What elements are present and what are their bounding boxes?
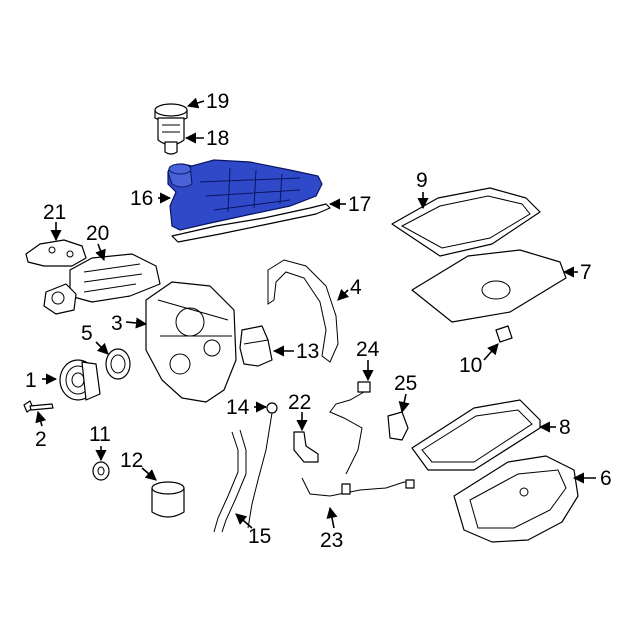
part-oil-filler-tube[interactable] xyxy=(157,117,185,155)
part-washer[interactable] xyxy=(92,461,110,481)
part-sensor[interactable] xyxy=(293,431,319,463)
callout-3: 3 xyxy=(111,312,123,335)
callout-9: 9 xyxy=(416,169,428,192)
callout-21: 21 xyxy=(43,201,66,224)
callout-4: 4 xyxy=(350,276,362,299)
part-sensor-harness[interactable] xyxy=(329,381,371,475)
part-dipstick-tube[interactable] xyxy=(213,429,247,533)
callout-24: 24 xyxy=(356,338,380,361)
callout-2: 2 xyxy=(35,428,47,451)
callout-labels: 1 2 3 4 5 6 7 8 9 10 11 12 13 14 15 16 1… xyxy=(25,90,612,552)
part-mount[interactable] xyxy=(239,325,273,367)
callout-15: 15 xyxy=(248,525,271,548)
part-timing-cover-gasket[interactable] xyxy=(267,259,339,363)
part-front-seal[interactable] xyxy=(105,348,131,380)
callout-6: 6 xyxy=(600,467,612,490)
callout-5: 5 xyxy=(81,322,93,345)
part-harness-bracket[interactable] xyxy=(387,411,409,441)
part-valve-cover-highlighted[interactable] xyxy=(167,159,323,231)
callout-11: 11 xyxy=(89,423,111,446)
callout-8: 8 xyxy=(559,416,571,439)
callout-10: 10 xyxy=(459,354,482,377)
callout-14: 14 xyxy=(226,396,250,419)
part-oil-pan-gasket-upper[interactable] xyxy=(391,187,541,257)
part-front-cover[interactable] xyxy=(145,281,237,403)
part-cover-assembly[interactable] xyxy=(43,253,161,315)
part-windage-tray[interactable] xyxy=(411,249,567,323)
callout-20: 20 xyxy=(86,222,109,245)
part-wiring-harness[interactable] xyxy=(301,477,415,497)
part-harmonic-balancer[interactable] xyxy=(59,359,101,401)
callout-13: 13 xyxy=(296,340,319,363)
callout-23: 23 xyxy=(320,529,343,552)
part-bolt[interactable] xyxy=(23,400,54,413)
callout-1: 1 xyxy=(25,369,37,392)
callout-22: 22 xyxy=(288,391,311,414)
callout-25: 25 xyxy=(394,372,417,395)
callout-7: 7 xyxy=(580,261,592,284)
callout-12: 12 xyxy=(120,449,143,472)
part-drain-plug[interactable] xyxy=(495,325,513,343)
callout-16: 16 xyxy=(130,187,153,210)
part-oil-pan[interactable] xyxy=(453,455,579,543)
part-oil-filter[interactable] xyxy=(151,481,185,518)
part-dipstick[interactable] xyxy=(247,402,278,529)
callout-17: 17 xyxy=(348,193,371,216)
callout-arrows xyxy=(35,97,596,529)
callout-18: 18 xyxy=(206,127,229,150)
part-bracket[interactable] xyxy=(25,239,87,267)
callout-19: 19 xyxy=(206,90,229,113)
